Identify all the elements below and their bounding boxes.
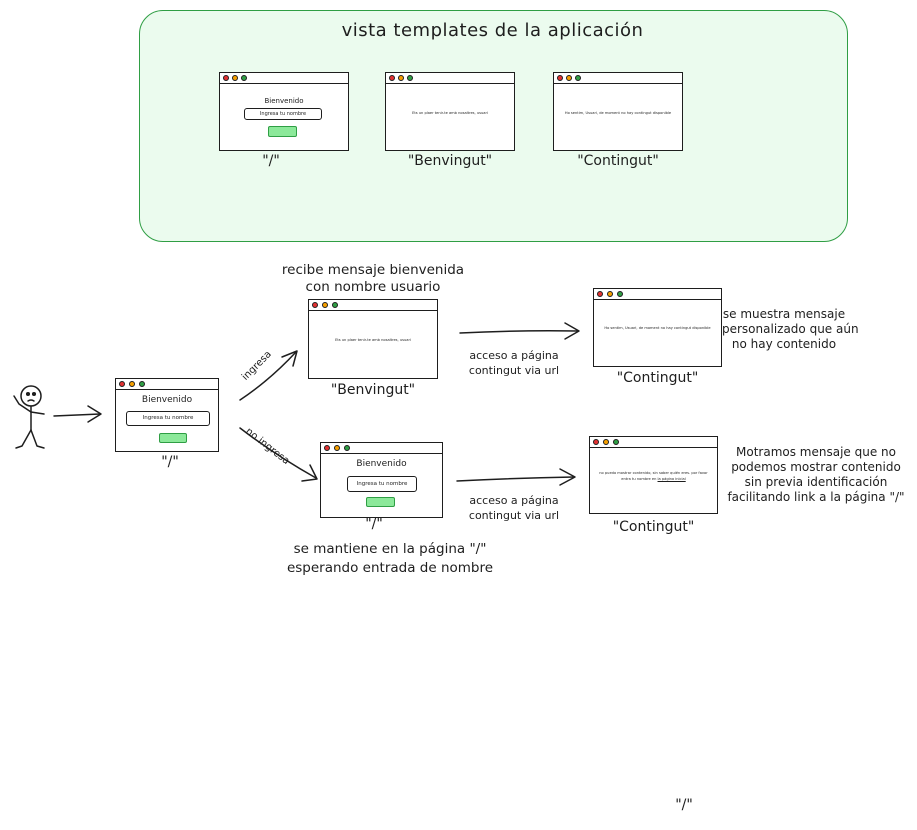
window-titlebar [220, 73, 348, 84]
start-home-route-label: "/" [161, 454, 179, 470]
close-dot-icon [119, 381, 125, 387]
branch-no-note-line: Motramos mensaje que no [736, 445, 896, 459]
start-home-submit-button [159, 433, 187, 443]
close-dot-icon [324, 445, 330, 451]
minimize-dot-icon [398, 75, 404, 81]
branch-no-note-line: sin previa identificación [744, 475, 888, 489]
minimize-dot-icon [566, 75, 572, 81]
maximize-dot-icon [617, 291, 623, 297]
close-dot-icon [557, 75, 563, 81]
template-benvingut-route-label: "Benvingut" [407, 153, 493, 169]
branch-no-arrow-label: acceso a página contingut via url [452, 493, 576, 523]
template-home-submit-button [268, 126, 297, 137]
template-home-window: Bienvenido Ingresa tu nombre [219, 72, 349, 151]
branch-no-result-note: Motramos mensaje que no podemos mostrar … [722, 445, 910, 505]
window-titlebar [594, 289, 721, 300]
start-home-window: Bienvenido Ingresa tu nombre [115, 378, 219, 452]
template-benvingut-window: Ets un plaer tenir-te amb nosaltres, usu… [385, 72, 515, 151]
benvingut-message: Ets un plaer tenir-te amb nosaltres, usu… [335, 338, 411, 342]
window-titlebar [386, 73, 514, 84]
maximize-dot-icon [575, 75, 581, 81]
branch-yes-caption-line: con nombre usuario [305, 279, 441, 295]
close-dot-icon [223, 75, 229, 81]
home-retry-name-input: Ingresa tu nombre [347, 476, 417, 492]
branch-no-note-line: facilitando link a la página "/" [727, 490, 905, 504]
close-dot-icon [597, 291, 603, 297]
branch-yes-caption-line: recibe mensaje bienvenida [281, 262, 465, 278]
branch-no-caption: se mantiene en la página "/" esperando e… [262, 540, 518, 578]
contingut-unidentified-message-text: no puedo mostrar contenido, sin saber qu… [599, 471, 708, 481]
contingut-personalized-route-label: "Contingut" [616, 370, 699, 386]
template-contingut-route-label: "Contingut" [577, 153, 659, 169]
close-dot-icon [593, 439, 599, 445]
home-retry-submit-button [366, 497, 395, 507]
templates-panel-title: vista templates de la aplicación [341, 20, 644, 41]
branch-yes-note-line: personalizado que aún [722, 322, 859, 336]
minimize-dot-icon [603, 439, 609, 445]
minimize-dot-icon [607, 291, 613, 297]
contingut-unidentified-route-label: "Contingut" [612, 519, 695, 535]
window-titlebar [590, 437, 717, 448]
maximize-dot-icon [332, 302, 338, 308]
user-icon [13, 385, 45, 449]
branch-yes-arrow-label-line: acceso a página [469, 349, 559, 362]
start-home-name-input: Ingresa tu nombre [126, 411, 210, 426]
home-page-link[interactable]: la página inicial [657, 477, 686, 481]
maximize-dot-icon [241, 75, 247, 81]
minimize-dot-icon [322, 302, 328, 308]
branch-no-arrow-label-line: contingut via url [468, 509, 560, 522]
benvingut-window: Ets un plaer tenir-te amb nosaltres, usu… [308, 299, 438, 379]
maximize-dot-icon [139, 381, 145, 387]
branch-yes-result-note: se muestra mensaje personalizado que aún… [722, 307, 859, 352]
close-dot-icon [389, 75, 395, 81]
minimize-dot-icon [334, 445, 340, 451]
maximize-dot-icon [613, 439, 619, 445]
window-titlebar [309, 300, 437, 311]
branch-yes-note-line: no hay contenido [731, 337, 837, 351]
benvingut-route-label: "Benvingut" [330, 382, 416, 398]
maximize-dot-icon [407, 75, 413, 81]
minimize-dot-icon [232, 75, 238, 81]
branch-yes-caption: recibe mensaje bienvenida con nombre usu… [270, 262, 476, 296]
home-retry-route-label: "/" [365, 516, 383, 532]
template-home-route-label: "/" [262, 153, 280, 169]
contingut-unidentified-message: no puedo mostrar contenido, sin saber qu… [594, 470, 713, 482]
home-retry-window: Bienvenido Ingresa tu nombre [320, 442, 443, 518]
contingut-unidentified-window: no puedo mostrar contenido, sin saber qu… [589, 436, 718, 514]
home-retry-heading: Bienvenido [356, 459, 407, 469]
branch-no-arrow-label-line: acceso a página [469, 494, 559, 507]
contingut-personalized-window: Ho sentim, Usuari, de moment no hay cont… [593, 288, 722, 367]
start-home-heading: Bienvenido [141, 395, 193, 405]
template-contingut-window: Ho sentim, Usuari, de moment no hay cont… [553, 72, 683, 151]
branch-yes-arrow-label: acceso a página contingut via url [452, 348, 576, 378]
template-home-name-input: Ingresa tu nombre [244, 108, 322, 120]
branch-no-caption-line: se mantiene en la página "/" [293, 541, 487, 557]
window-titlebar [116, 379, 218, 390]
branch-no-caption-line: esperando entrada de nombre [286, 560, 494, 576]
maximize-dot-icon [344, 445, 350, 451]
template-contingut-message: Ho sentim, Usuari, de moment no hay cont… [564, 111, 672, 115]
window-titlebar [554, 73, 682, 84]
template-home-heading: Bienvenido [264, 97, 304, 105]
window-titlebar [321, 443, 442, 454]
template-benvingut-message: Ets un plaer tenir-te amb nosaltres, usu… [412, 111, 488, 115]
branch-no-note-line: podemos mostrar contenido [731, 460, 901, 474]
branch-yes-arrow-label-line: contingut via url [468, 364, 560, 377]
branch-yes-note-line: se muestra mensaje [722, 307, 846, 321]
contingut-personalized-message: Ho sentim, Usuari, de moment no hay cont… [604, 326, 711, 330]
close-dot-icon [312, 302, 318, 308]
stray-route-label: "/" [675, 797, 693, 813]
minimize-dot-icon [129, 381, 135, 387]
